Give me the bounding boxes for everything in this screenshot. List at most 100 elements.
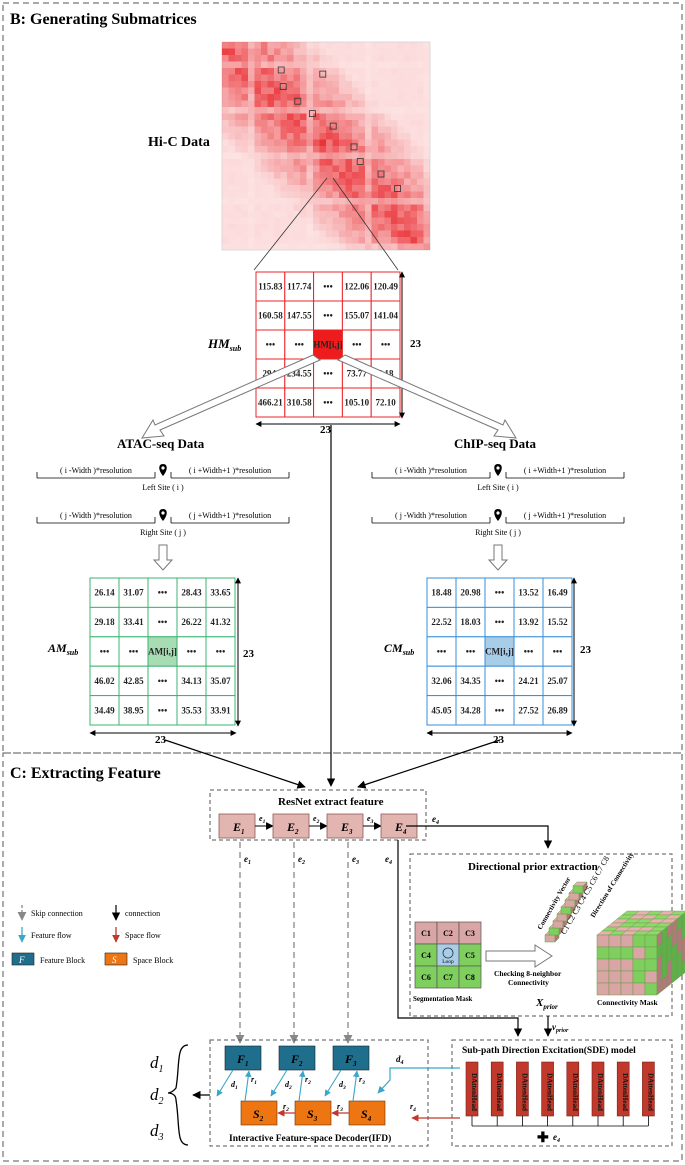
- heatmap-cell: [248, 139, 255, 146]
- heatmap-cell: [332, 61, 339, 68]
- matrix-cell: [513, 636, 544, 667]
- heatmap-cell: [274, 172, 281, 179]
- heatmap-cell: [378, 55, 385, 62]
- heatmap-cell: [365, 62, 372, 69]
- heatmap-cell: [404, 211, 411, 218]
- heatmap-cell: [352, 139, 359, 146]
- heatmap-cell: [365, 94, 372, 101]
- heatmap-cell: [280, 120, 287, 127]
- heatmap-cell: [339, 237, 346, 244]
- heatmap-cell: [423, 178, 430, 185]
- matrix-cell: [205, 636, 236, 667]
- space-flow-r-label: r2: [305, 1075, 311, 1086]
- heatmap-cell: [267, 217, 274, 224]
- output-d3: d3: [150, 1121, 164, 1143]
- heatmap-cell: [293, 217, 300, 224]
- heatmap-cell: [222, 224, 229, 231]
- heatmap-cell: [261, 191, 268, 198]
- hollow-arrow-to-chip: [336, 354, 517, 439]
- heatmap-cell: [365, 100, 372, 107]
- heatmap-cell: [345, 172, 352, 179]
- heatmap-cell: [326, 133, 333, 140]
- heatmap-cell: [391, 94, 398, 101]
- heatmap-cell: [371, 152, 378, 159]
- space-to-feature-flow: [298, 1070, 306, 1102]
- heatmap-cell: [280, 152, 287, 159]
- heatmap-cell: [404, 126, 411, 133]
- heatmap-cell: [417, 165, 424, 172]
- heatmap-cell: [222, 133, 229, 140]
- heatmap-cell: [313, 178, 320, 185]
- heatmap-cell: [384, 217, 391, 224]
- heatmap-cell: [306, 55, 313, 62]
- site-label: Left Site ( i ): [477, 483, 519, 492]
- sde-title: Sub-path Direction Excitation(SDE) model: [462, 1045, 636, 1056]
- heatmap-cell: [397, 237, 404, 244]
- heatmap-cell: [378, 120, 385, 127]
- heatmap-cell: [306, 217, 313, 224]
- zoom-line-left: [253, 177, 328, 271]
- heatmap-cell: [254, 120, 261, 127]
- heatmap-cell: [261, 74, 268, 81]
- heatmap-cell: [410, 237, 417, 244]
- heatmap-cell: [384, 152, 391, 159]
- heatmap-cell: [339, 146, 346, 153]
- heatmap-cell: [235, 153, 242, 160]
- heatmap-cell: [248, 166, 255, 173]
- dattenhead-label: DAttenHead: [646, 1073, 654, 1111]
- section-b-title: B: Generating Submatrices: [10, 11, 197, 28]
- seg-cell-label: C6: [421, 973, 431, 982]
- matrix-value: •••: [158, 676, 167, 686]
- heatmap-cell: [300, 87, 307, 94]
- mask-side-face: [681, 948, 685, 964]
- heatmap-cell: [404, 62, 411, 69]
- site-range-left: ( j -Width )*resolution: [395, 511, 467, 520]
- heatmap-cell: [378, 185, 385, 192]
- heatmap-cell: [410, 178, 417, 185]
- heatmap-cell: [293, 165, 300, 172]
- heatmap-cell: [293, 139, 300, 146]
- heatmap-cell: [287, 48, 294, 55]
- heatmap-cell: [397, 198, 404, 205]
- heatmap-cell: [417, 107, 424, 114]
- heatmap-cell: [397, 55, 404, 62]
- heatmap-cell: [423, 211, 430, 218]
- heatmap-cell: [345, 126, 352, 133]
- mask-front-cell: [608, 934, 622, 948]
- heatmap-cell: [267, 139, 274, 146]
- heatmap-cell: [424, 55, 431, 62]
- heatmap-cell: [241, 87, 248, 94]
- heatmap-cell: [267, 87, 274, 94]
- mask-front-cell: [596, 946, 610, 960]
- site-range-right: ( i +Width+1 )*resolution: [524, 466, 606, 475]
- heatmap-cell: [300, 198, 307, 205]
- heatmap-cell: [228, 165, 235, 172]
- heatmap-cell: [352, 185, 359, 192]
- heatmap-cell: [280, 100, 287, 107]
- matrix-value: 16.49: [547, 588, 568, 598]
- heatmap-cell: [306, 133, 313, 140]
- heatmap-cell: [228, 178, 235, 185]
- heatmap-cell: [332, 126, 339, 133]
- heatmap-cell: [339, 94, 346, 101]
- mask-side-face: [681, 960, 685, 976]
- heatmap-cell: [267, 133, 274, 140]
- heatmap-cell: [306, 165, 313, 172]
- heatmap-cell: [306, 126, 313, 133]
- output-d1: d1: [150, 1053, 164, 1075]
- legend-space-block-icon: [104, 952, 128, 966]
- heatmap-cell: [241, 48, 248, 55]
- heatmap-cell: [397, 133, 404, 140]
- matrix-value: 34.28: [460, 705, 481, 715]
- heatmap-cell: [293, 68, 300, 75]
- matrix-value: 33.91: [210, 705, 231, 715]
- matrix-value: •••: [129, 647, 138, 657]
- heatmap-cell: [339, 159, 346, 166]
- location-pin-dot: [496, 466, 500, 470]
- heatmap-cell: [319, 87, 326, 94]
- heatmap-cell: [319, 139, 326, 146]
- sde-plus-e4: e4: [553, 1132, 560, 1144]
- heatmap-cell: [404, 237, 411, 244]
